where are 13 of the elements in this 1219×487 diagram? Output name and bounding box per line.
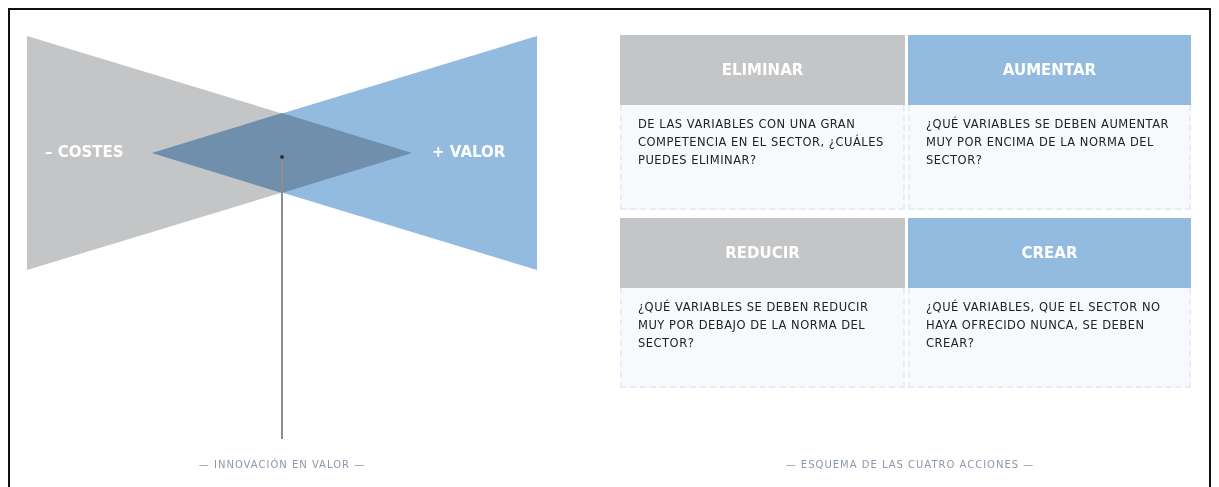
action-heading: CREAR (908, 218, 1191, 288)
leader-line (280, 155, 284, 440)
action-question: ¿QUÉ VARIABLES SE DEBEN REDUCIR MUY POR DEBAJO DE LA NORMA DEL SECTOR? (620, 288, 905, 388)
action-question: ¿QUÉ VARIABLES, QUE EL SECTOR NO HAYA OFRECIDO NUNCA, SE DEBEN CREAR? (908, 288, 1191, 388)
action-heading: REDUCIR (620, 218, 905, 288)
action-question: ¿QUÉ VARIABLES SE DEBEN AUMENTAR MUY POR ENCIMA DE LA NORMA DEL SECTOR? (908, 105, 1191, 210)
triangle-label: + VALOR (432, 143, 506, 161)
action-heading: ELIMINAR (620, 35, 905, 105)
action-question: DE LAS VARIABLES CON UNA GRAN COMPETENCIA EN EL SECTOR, ¿CUÁLES PUEDES ELIMINAR? (620, 105, 905, 210)
triangle-label: – COSTES (45, 143, 124, 161)
action-heading: AUMENTAR (908, 35, 1191, 105)
caption-text: — INNOVACIÓN EN VALOR — (162, 459, 402, 475)
caption-text: — ESQUEMA DE LAS CUATRO ACCIONES — (784, 459, 1036, 470)
